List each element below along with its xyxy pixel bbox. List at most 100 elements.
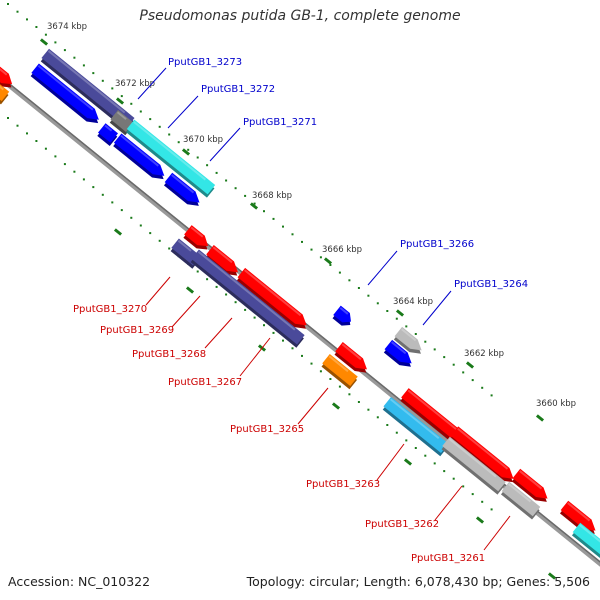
minor-tick xyxy=(253,202,256,205)
gene-feature-3269b[interactable] xyxy=(204,245,243,280)
gene-feature-3273-navy[interactable] xyxy=(40,48,136,131)
gene-body xyxy=(31,63,99,120)
gene-feature-3273-gray[interactable] xyxy=(109,110,135,136)
minor-tick xyxy=(44,33,47,36)
gene-highlight xyxy=(0,84,5,91)
gene-feature-3265[interactable] xyxy=(320,354,359,390)
gene-body xyxy=(110,110,134,132)
gene-highlight xyxy=(328,355,349,373)
gene-feature-edge-red[interactable] xyxy=(0,63,17,92)
minor-tick xyxy=(63,49,66,52)
gene-label-3271[interactable]: PputGB1_3271 xyxy=(243,117,317,128)
gene-label-3262[interactable]: PputGB1_3262 xyxy=(365,519,439,530)
major-tick xyxy=(403,458,413,466)
minor-tick xyxy=(253,316,256,319)
major-tick xyxy=(547,572,557,580)
gene-feature-3262c[interactable] xyxy=(500,481,542,520)
gene-label-3267[interactable]: PputGB1_3267 xyxy=(168,377,242,388)
gene-feature-3265b[interactable] xyxy=(333,342,372,377)
gene-label-3273[interactable]: PputGB1_3273 xyxy=(168,57,242,68)
minor-tick xyxy=(405,439,408,442)
gene-feature-3271d[interactable] xyxy=(163,172,205,211)
minor-tick xyxy=(291,233,294,236)
minor-tick xyxy=(92,72,95,75)
minor-tick xyxy=(329,264,332,266)
gene-feature-3271c[interactable] xyxy=(112,133,169,183)
gene-feature-3272[interactable] xyxy=(125,119,216,198)
gene-label-3272[interactable]: PputGB1_3272 xyxy=(201,84,275,95)
minor-tick xyxy=(471,493,474,496)
gene-highlight xyxy=(171,174,195,194)
gene-feature-3263b[interactable] xyxy=(399,388,472,451)
minor-tick xyxy=(206,278,209,281)
gene-feature-3264[interactable] xyxy=(393,326,427,358)
gene-highlight xyxy=(519,470,543,490)
gene-body xyxy=(126,119,216,195)
minor-tick xyxy=(82,178,85,181)
minor-tick xyxy=(234,187,237,190)
minor-tick xyxy=(301,240,303,243)
gene-body xyxy=(333,305,351,323)
gene-feature-3268[interactable] xyxy=(189,249,305,348)
gene-body xyxy=(113,133,165,176)
gene-highlight xyxy=(120,134,159,167)
gene-feature-edge-cyan[interactable] xyxy=(571,522,600,561)
gene-feature-3269a[interactable] xyxy=(182,225,213,254)
gene-feature-3264b[interactable] xyxy=(383,339,417,371)
minor-tick xyxy=(433,348,436,351)
gene-highlight xyxy=(177,239,192,252)
gene-label-3268[interactable]: PputGB1_3268 xyxy=(132,349,206,360)
minor-tick xyxy=(244,308,247,311)
accession-text: Accession: NC_010322 xyxy=(8,574,151,589)
gene-label-3264[interactable]: PputGB1_3264 xyxy=(454,279,528,290)
minor-tick xyxy=(462,371,465,374)
gene-feature-3262[interactable] xyxy=(440,436,507,495)
minor-tick xyxy=(158,125,161,128)
gene-body xyxy=(164,172,200,203)
gene-label-3263[interactable]: PputGB1_3263 xyxy=(306,479,380,490)
gene-feature-edge-orange[interactable] xyxy=(0,82,10,105)
minor-tick xyxy=(35,140,38,142)
gene-highlight xyxy=(448,438,497,478)
gene-highlight xyxy=(244,269,302,317)
gene-feature-3267[interactable] xyxy=(236,267,312,333)
minor-tick xyxy=(376,416,379,419)
minor-tick xyxy=(196,156,199,159)
gene-highlight xyxy=(508,483,532,503)
gene-feature-3261b[interactable] xyxy=(511,468,553,507)
gene-highlight xyxy=(197,250,296,331)
gene-label-3270[interactable]: PputGB1_3270 xyxy=(73,304,147,315)
gene-label-3261[interactable]: PputGB1_3261 xyxy=(411,553,485,564)
minor-tick xyxy=(490,394,493,397)
kbp-label: 3660 kbp xyxy=(536,399,576,409)
minor-tick xyxy=(7,117,9,119)
minor-tick xyxy=(433,462,436,465)
minor-tick xyxy=(215,285,218,288)
kbp-label: 3664 kbp xyxy=(393,297,433,307)
minor-tick xyxy=(310,248,313,251)
gene-feature-3262b[interactable] xyxy=(449,426,519,486)
gene-feature-3263[interactable] xyxy=(382,397,450,457)
gene-feature-3271a[interactable] xyxy=(29,63,103,128)
gene-highlight xyxy=(212,246,233,264)
gene-highlight xyxy=(389,398,440,440)
gene-body xyxy=(572,522,600,558)
gene-label-3266[interactable]: PputGB1_3266 xyxy=(400,239,474,250)
major-tick xyxy=(185,286,195,294)
label-leaders xyxy=(137,67,511,551)
minor-tick xyxy=(35,26,38,28)
major-tick xyxy=(113,228,123,236)
kbp-label: 3672 kbp xyxy=(115,79,155,89)
gene-label-3269[interactable]: PputGB1_3269 xyxy=(100,325,174,336)
minor-tick xyxy=(272,331,275,334)
minor-tick xyxy=(357,401,360,403)
minor-tick xyxy=(395,431,398,434)
gene-feature-3266[interactable] xyxy=(331,305,356,330)
minor-tick xyxy=(462,485,465,488)
minor-tick xyxy=(101,193,104,196)
gene-feature-3261[interactable] xyxy=(559,500,600,539)
gene-label-3265[interactable]: PputGB1_3265 xyxy=(230,424,304,435)
gene-feature-3271b[interactable] xyxy=(96,123,119,146)
tick-rows xyxy=(7,3,557,580)
minor-tick xyxy=(386,424,389,426)
